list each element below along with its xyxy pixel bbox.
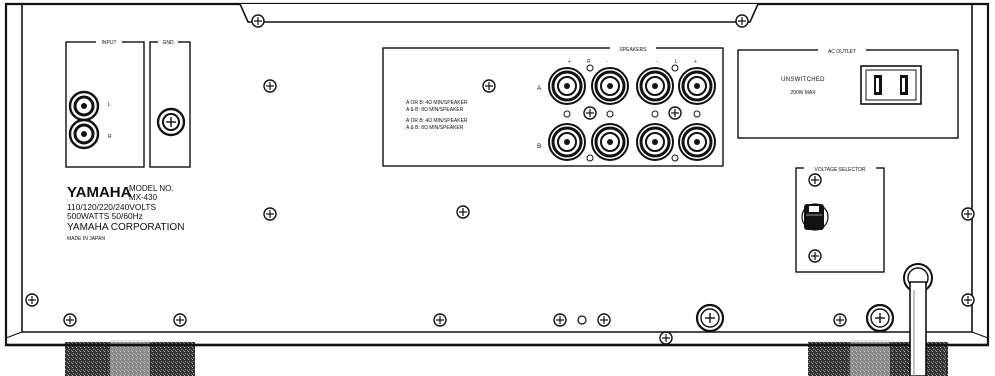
- screw-icon: [482, 79, 496, 93]
- speakers-title: SPEAKERS: [620, 47, 648, 53]
- speakers-section: SPEAKERS A B + R - - L + A OR B: 4Ω MIN/…: [382, 44, 724, 167]
- speaker-terminal[interactable]: [636, 123, 674, 161]
- screw-icon: [961, 293, 975, 307]
- speaker-terminal[interactable]: [678, 67, 716, 105]
- speakers-row-b: B: [537, 143, 542, 150]
- hole-icon: [586, 64, 594, 72]
- made-in-label: MADE IN JAPAN: [67, 236, 105, 242]
- hole-icon: [563, 110, 571, 118]
- speaker-terminal[interactable]: [591, 67, 629, 105]
- rca-jack-icon[interactable]: [68, 90, 100, 122]
- voltage-selector-title: VOLTAGE SELECTOR: [814, 167, 866, 173]
- unswitched-label: UNSWITCHED: [781, 77, 825, 83]
- screw-icon: [833, 313, 847, 327]
- speaker-note-4: A & B: 8Ω MIN/SPEAKER: [406, 125, 464, 131]
- gnd-title: GND: [162, 40, 174, 46]
- speaker-note-3: A OR B: 4Ω MIN/SPEAKER: [406, 118, 468, 124]
- speakers-minus-1: -: [606, 59, 608, 65]
- screw-icon: [63, 313, 77, 327]
- hole-icon: [606, 110, 614, 118]
- input-title: INPUT: [102, 40, 117, 46]
- hole-icon: [671, 64, 679, 72]
- input-l-label: L: [108, 102, 111, 108]
- chassis: [4, 2, 990, 347]
- screw-icon: [659, 331, 673, 345]
- screw-icon: [456, 205, 470, 219]
- screw-icon: [433, 313, 447, 327]
- model-no: MX-430: [129, 193, 158, 202]
- input-section: INPUT GND L R: [65, 38, 191, 168]
- hole-icon: [651, 110, 659, 118]
- speaker-note-2: A & B: 8Ω MIN/SPEAKER: [406, 107, 464, 113]
- screw-icon: [263, 79, 277, 93]
- speakers-plus-1: +: [568, 59, 571, 65]
- speaker-terminal[interactable]: [636, 67, 674, 105]
- large-screw-icon: [865, 303, 895, 333]
- speakers-row-a: A: [537, 85, 542, 92]
- hole-icon: [693, 110, 701, 118]
- speaker-terminal[interactable]: [678, 123, 716, 161]
- screw-icon: [808, 249, 822, 263]
- speakers-l-label: L: [675, 59, 678, 65]
- speakers-r-label: R: [587, 59, 591, 65]
- speakers-plus-2: +: [694, 59, 697, 65]
- voltage-selector-switch[interactable]: [801, 203, 829, 231]
- screws: [25, 14, 975, 345]
- rca-jack-icon[interactable]: [68, 118, 100, 150]
- screw-icon: [668, 106, 682, 120]
- speaker-terminal[interactable]: [548, 123, 586, 161]
- ac-socket[interactable]: [860, 65, 922, 105]
- screw-icon: [597, 313, 611, 327]
- hole-icon: [586, 154, 594, 162]
- speakers-minus-2: -: [656, 59, 658, 65]
- speaker-terminal[interactable]: [548, 67, 586, 105]
- volts-label: 110/120/220/240VOLTS: [67, 202, 157, 212]
- large-screw-icon: [695, 303, 725, 333]
- model-info: YAMAHA MODEL NO. MX-430 110/120/220/240V…: [67, 184, 184, 242]
- speaker-terminals: [548, 64, 716, 162]
- voltage-selector-section: VOLTAGE SELECTOR: [795, 164, 885, 273]
- speaker-note-1: A OR B: 4Ω MIN/SPEAKER: [406, 100, 468, 106]
- screw-icon: [25, 293, 39, 307]
- input-r-label: R: [108, 134, 112, 140]
- speaker-terminal[interactable]: [591, 123, 629, 161]
- screw-icon: [553, 313, 567, 327]
- screw-icon: [735, 14, 749, 28]
- screw-icon: [961, 207, 975, 221]
- model-no-label: MODEL NO.: [129, 184, 174, 193]
- screw-icon: [263, 207, 277, 221]
- screw-icon: [251, 14, 265, 28]
- input-jacks: [68, 90, 186, 150]
- watts-label: 500WATTS 50/60Hz: [67, 211, 143, 221]
- hole-icon: [577, 315, 587, 325]
- ac-outlet-section: AC OUTLET UNSWITCHED 200W MAX: [737, 46, 959, 139]
- ac-outlet-title: AC OUTLET: [828, 49, 856, 55]
- max-watts-label: 200W MAX: [790, 90, 816, 96]
- brand-logo: YAMAHA: [67, 184, 132, 201]
- ground-terminal[interactable]: [156, 107, 186, 137]
- hole-icon: [671, 154, 679, 162]
- corporation-label: YAMAHA CORPORATION: [67, 222, 184, 233]
- screw-icon: [173, 313, 187, 327]
- screw-icon: [583, 106, 597, 120]
- power-cord: [903, 263, 933, 376]
- screw-icon: [808, 173, 822, 187]
